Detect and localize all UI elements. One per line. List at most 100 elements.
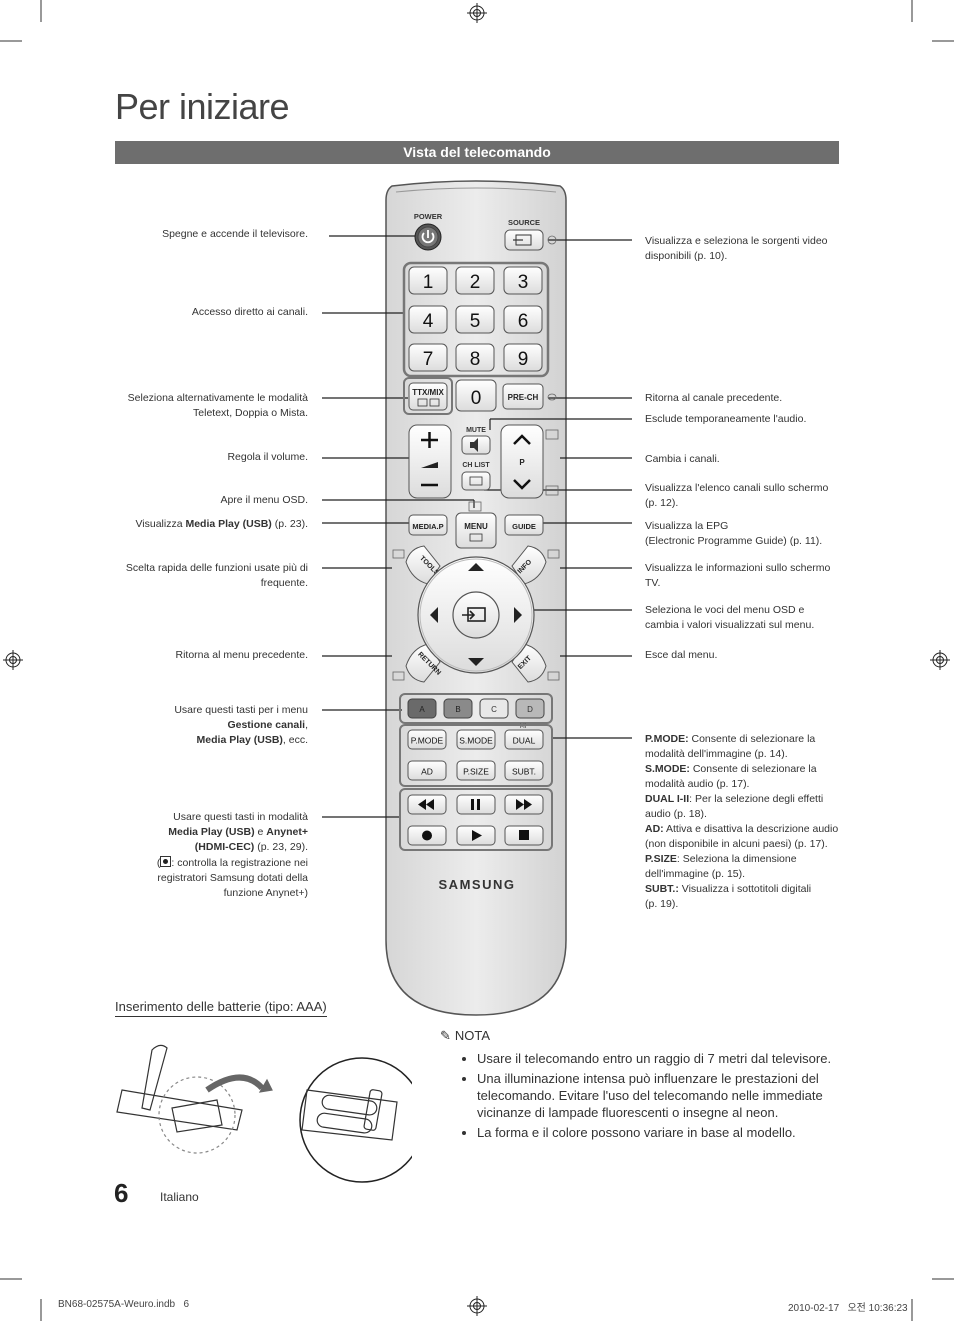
list-item: Usare il telecomando entro un raggio di … <box>477 1050 843 1067</box>
mode-key-label: S.MODE <box>459 736 493 746</box>
digit-2-button[interactable] <box>455 266 495 295</box>
label-exit: Esce dal menu. <box>645 649 718 661</box>
digit-0-button <box>455 379 497 412</box>
page-number: 6 <box>114 1178 129 1208</box>
pause-icon <box>477 799 480 810</box>
registration-mark-icon <box>3 3 950 1316</box>
play-icon <box>472 830 482 841</box>
label-tools: Scelta rapida delle funzioni usate più d… <box>125 562 308 589</box>
color-key-c-button[interactable] <box>479 698 509 719</box>
mode-key-button[interactable] <box>407 760 447 781</box>
channel-p-label: P <box>519 458 525 467</box>
mute-label: MUTE <box>466 427 486 434</box>
label-menu: Apre il menu OSD. <box>220 494 308 506</box>
media-p-label: MEDIA.P <box>412 522 443 531</box>
label-volume: Regola il volume. <box>227 451 308 463</box>
record-small-icon <box>160 856 172 867</box>
digit-6-button[interactable] <box>503 305 543 334</box>
guide-label: GUIDE <box>512 522 536 531</box>
color-key-a-label: A <box>419 705 425 714</box>
mode-key-button[interactable] <box>504 760 544 781</box>
ch-list-button <box>461 471 491 491</box>
digit-4-label: 4 <box>423 311 434 332</box>
digit-3-label: 3 <box>518 272 529 293</box>
digit-4-button[interactable] <box>408 305 448 334</box>
label-return: Ritorna al menu precedente. <box>175 649 309 661</box>
mode-key-button[interactable] <box>456 760 496 781</box>
color-key-a-button[interactable] <box>407 698 437 719</box>
color-key-b-label: B <box>455 705 460 714</box>
ttx-mix-label: TTX/MIX <box>412 388 444 397</box>
fast-forward-icon <box>516 799 532 810</box>
source-label: SOURCE <box>508 218 540 227</box>
page-title: Per iniziare <box>115 86 290 127</box>
digit-7-label: 7 <box>423 349 434 370</box>
digit-8-label: 8 <box>470 349 481 370</box>
channel-rocker <box>500 424 544 499</box>
menu-label: MENU <box>464 522 488 531</box>
mode-key-label: SUBT. <box>512 767 536 777</box>
info-button <box>511 545 547 585</box>
mode-key-button[interactable] <box>504 729 544 750</box>
digit-0-label: 0 <box>471 388 482 409</box>
label-info: Visualizza le informazioni sullo schermo… <box>645 562 831 589</box>
nota-list: Usare il telecomando entro un raggio di … <box>463 1050 843 1144</box>
color-key-d-label: D <box>527 705 533 714</box>
digit-5-button[interactable] <box>455 305 495 334</box>
digit-7-button[interactable] <box>408 343 448 372</box>
return-button <box>405 643 441 683</box>
callout-lines <box>322 235 632 818</box>
color-key-b-button[interactable] <box>443 698 473 719</box>
label-color-keys: Usare questi tasti per i menu Gestione c… <box>174 704 308 746</box>
digit-1-label: 1 <box>423 272 434 293</box>
list-item: La forma e il colore possono variare in … <box>477 1124 843 1141</box>
volume-rocker <box>408 424 452 499</box>
color-key-d-button[interactable] <box>515 698 545 719</box>
mode-key-label: P.MODE <box>411 736 444 746</box>
digit-6-label: 6 <box>518 311 529 332</box>
label-mediap: Visualizza Media Play (USB) (p. 23). <box>135 518 308 530</box>
digit-3-button[interactable] <box>503 266 543 295</box>
label-source: Visualizza e seleziona le sorgenti video… <box>645 235 828 262</box>
label-mode-keys: P.MODE: Consente di selezionare la modal… <box>645 733 839 910</box>
digit-9-button[interactable] <box>503 343 543 372</box>
source-button <box>504 229 544 251</box>
mode-key-button[interactable] <box>407 729 447 750</box>
label-channel: Cambia i canali. <box>645 453 720 465</box>
mode-key-label: P.SIZE <box>463 767 489 777</box>
mode-key-button[interactable] <box>456 729 496 750</box>
tools-button <box>405 545 441 585</box>
digit-8-button[interactable] <box>455 343 495 372</box>
digit-1-button[interactable] <box>408 266 448 295</box>
label-chlist: Visualizza l'elenco canali sullo schermo… <box>645 482 829 509</box>
label-power: Spegne e accende il televisore. <box>162 228 308 240</box>
dual-mark: I-II <box>520 724 527 730</box>
label-digits: Accesso diretto ai canali. <box>191 306 308 318</box>
up-arrow-icon <box>468 563 484 571</box>
menu-button <box>455 512 497 549</box>
mode-key-label: DUAL <box>513 736 536 746</box>
pre-ch-button <box>502 383 544 410</box>
media-p-button <box>408 514 448 536</box>
digit-2-label: 2 <box>470 272 481 293</box>
mode-key-label: AD <box>421 767 433 777</box>
ttx-mix-button <box>408 382 448 411</box>
language-label: Italiano <box>160 1190 199 1204</box>
power-label: POWER <box>414 212 443 221</box>
rewind-icon <box>418 799 434 810</box>
nota-heading: ✎NOTA <box>440 1028 491 1043</box>
section-bar: Vista del telecomando <box>115 141 839 164</box>
label-guide: Visualizza la EPG(Electronic Programme G… <box>645 520 823 547</box>
label-prech: Ritorna al canale precedente. <box>645 392 783 404</box>
brand-logo: SAMSUNG <box>439 877 516 892</box>
battery-illustration <box>116 1044 412 1183</box>
stop-icon <box>519 830 529 840</box>
digit-9-label: 9 <box>518 349 529 370</box>
mode-keys: P.MODE S.MODE DUAL AD P.SIZE SUBT. <box>407 729 544 781</box>
